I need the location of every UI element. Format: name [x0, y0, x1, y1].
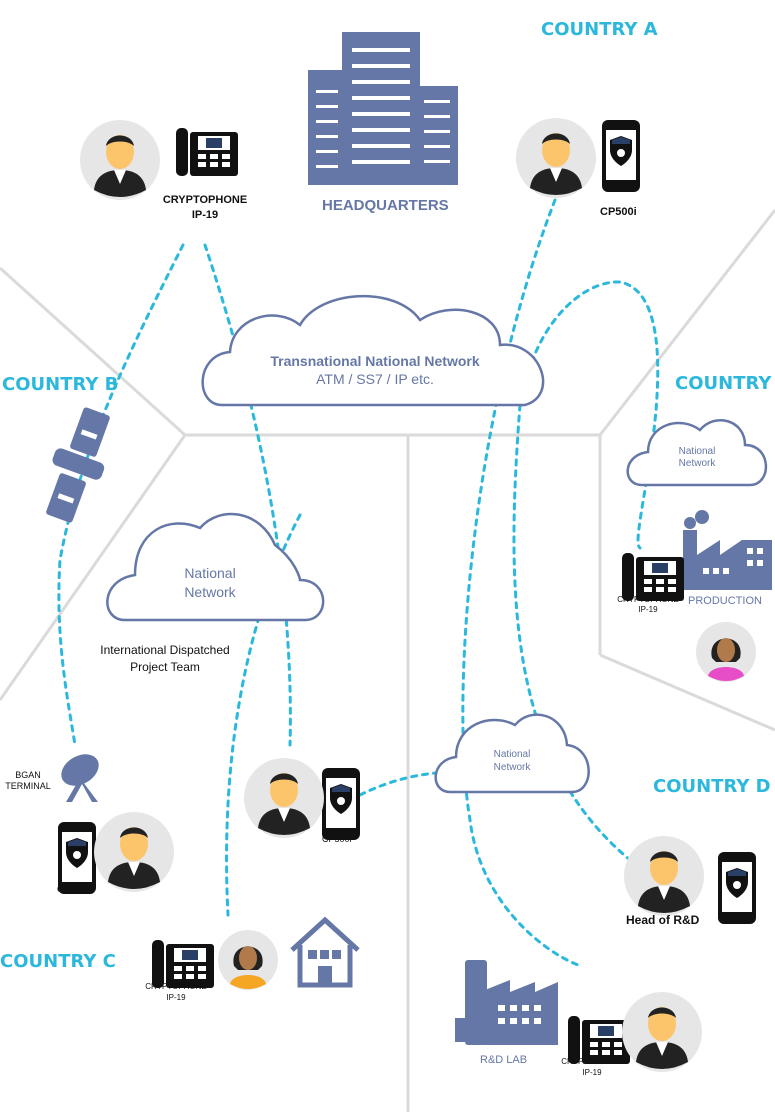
- c-phone-line1: CRYPTOPHONE: [145, 982, 207, 991]
- satellite-icon: [46, 407, 110, 523]
- country-d-label: COUNTRY D: [653, 776, 771, 797]
- hq-mobile-label: CP500i: [600, 206, 637, 218]
- country-b-label: COUNTRY B: [2, 374, 119, 395]
- c-woman-avatar: [218, 930, 278, 990]
- transnational-line2: ATM / SS7 / IP etc.: [316, 371, 434, 387]
- hq-mobile-icon: [602, 120, 640, 192]
- e-woman-avatar: [696, 622, 756, 682]
- d-mobile-icon: [718, 852, 756, 924]
- national-network-d-label: National Network: [480, 748, 544, 774]
- center-man-avatar: [244, 758, 324, 838]
- bgan-label: BGAN TERMINAL: [0, 770, 56, 792]
- transnational-cloud: [201, 294, 545, 407]
- e-deskphone-icon: [622, 553, 684, 601]
- d-phone-line1: CRYPTOPHONE: [561, 1057, 623, 1066]
- national-d-line1: National: [493, 749, 531, 760]
- country-e-label: COUNTRY E: [675, 373, 775, 394]
- e-phone-line1: CRYPTOPHONE: [617, 595, 679, 604]
- country-c-label: COUNTRY C: [0, 951, 116, 972]
- national-cloud-b: [106, 512, 325, 622]
- national-b-line2: Network: [184, 584, 236, 600]
- c-phone-label: CRYPTOPHONE IP-19: [140, 981, 212, 1003]
- headquarters-icon: [308, 32, 458, 185]
- hq-phone-line1: CRYPTOPHONE: [162, 194, 248, 206]
- rd-lab-factory-icon: [455, 960, 558, 1045]
- national-d-line2: Network: [493, 762, 531, 773]
- transnational-network-label: Transnational National Network ATM / SS7…: [230, 352, 520, 388]
- region-borders: [0, 209, 775, 1112]
- production-label: PRODUCTION: [688, 595, 762, 607]
- b-man-avatar: [94, 812, 174, 892]
- center-mobile-icon: [322, 768, 360, 840]
- bgan-terminal-icon: [61, 754, 99, 802]
- hq-man-avatar: [80, 120, 160, 200]
- national-network-e-label: National Network: [665, 446, 729, 470]
- rd-lab-label: R&D LAB: [480, 1054, 528, 1066]
- project-team-label: International Dispatched Project Team: [80, 642, 250, 676]
- national-cloud-d: [434, 713, 590, 794]
- bgan-line2: TERMINAL: [5, 781, 51, 791]
- d-phone-line2: IP-19: [582, 1068, 602, 1077]
- national-e-line2: Network: [678, 458, 716, 469]
- bgan-line1: BGAN: [15, 770, 41, 780]
- b-mobile-label: CP500i: [57, 884, 87, 894]
- transnational-line1: Transnational National Network: [270, 353, 480, 369]
- d-phone-label: CRYPTOPHONE IP-19: [556, 1056, 628, 1078]
- headquarters-label: HEADQUARTERS: [322, 197, 449, 214]
- c-phone-line2: IP-19: [166, 993, 186, 1002]
- country-a-label: COUNTRY A: [541, 19, 658, 40]
- national-network-b-label: National Network: [160, 564, 260, 602]
- national-e-line1: National: [678, 446, 716, 457]
- hq-deskphone-icon: [176, 128, 238, 176]
- hq-phone-line2: IP-19: [191, 209, 219, 221]
- e-phone-label: CRYPTOPHONE IP-19: [612, 595, 684, 615]
- d-mobile-label: CP500i: [719, 915, 749, 925]
- hq-phone-label: CRYPTOPHONE IP-19: [150, 193, 260, 223]
- e-phone-line2: IP-19: [638, 605, 658, 614]
- rd-man-avatar: [622, 992, 702, 1072]
- head-rd-label: Head of R&D: [626, 913, 700, 927]
- head-rd-avatar: [624, 836, 704, 916]
- hq-exec-avatar: [516, 118, 596, 198]
- production-factory-icon: [683, 510, 772, 590]
- national-b-line1: National: [184, 565, 236, 581]
- national-cloud-e: [626, 419, 768, 487]
- team-line2: Project Team: [130, 660, 200, 674]
- team-line1: International Dispatched: [100, 643, 230, 657]
- center-mobile-label: CP500i: [322, 834, 352, 844]
